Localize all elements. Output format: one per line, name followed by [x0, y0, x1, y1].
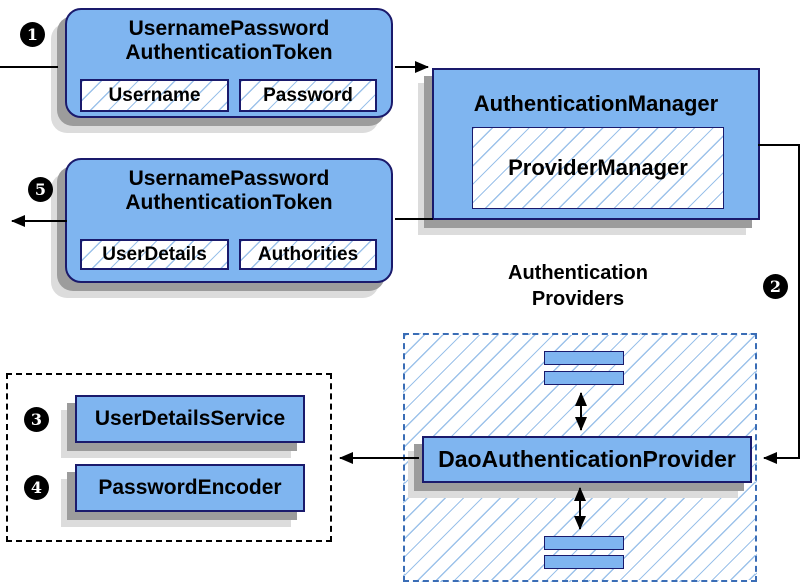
provider-placeholder-bar [544, 536, 624, 550]
request-token-node: UsernamePassword AuthenticationToken Use… [65, 8, 393, 118]
services-group-box: UserDetailsService PasswordEncoder [6, 373, 332, 542]
dao-authentication-provider-label: DaoAuthenticationProvider [438, 446, 736, 472]
step-1-badge: 1 [20, 22, 45, 47]
user-details-service-node: UserDetailsService [75, 395, 305, 443]
password-encoder-node: PasswordEncoder [75, 464, 305, 512]
authentication-manager-title: AuthenticationManager [473, 91, 719, 116]
manager-to-provider-connector [758, 144, 800, 464]
step-3-badge: 3 [24, 407, 49, 432]
provider-placeholder-bar [544, 555, 624, 569]
providers-group-label: Authentication Providers [466, 260, 690, 312]
user-details-service-label: UserDetailsService [94, 407, 286, 430]
dao-authentication-provider-node: DaoAuthenticationProvider [422, 436, 752, 483]
response-token-title: UsernamePassword AuthenticationToken [125, 167, 333, 214]
providers-label-line1: Authentication [508, 262, 648, 284]
password-field: Password [239, 79, 377, 112]
response-token-node: UsernamePassword AuthenticationToken Use… [65, 158, 393, 283]
authorities-field: Authorities [239, 239, 377, 270]
password-encoder-label: PasswordEncoder [98, 476, 282, 499]
providers-label-line2: Providers [531, 288, 625, 310]
provider-manager-box: ProviderManager [472, 127, 724, 209]
authentication-manager-node: AuthenticationManager ProviderManager [432, 68, 760, 220]
step-5-badge: 5 [28, 177, 53, 202]
provider-placeholder-bar [544, 371, 624, 385]
request-token-title: UsernamePassword AuthenticationToken [125, 17, 333, 64]
authentication-providers-group-box: DaoAuthenticationProvider [403, 333, 757, 582]
userdetails-field: UserDetails [80, 239, 229, 270]
provider-placeholder-bar [544, 351, 624, 365]
username-field: Username [80, 79, 229, 112]
step-2-badge: 2 [763, 274, 788, 299]
provider-manager-label: ProviderManager [508, 155, 688, 180]
step-4-badge: 4 [24, 475, 49, 500]
